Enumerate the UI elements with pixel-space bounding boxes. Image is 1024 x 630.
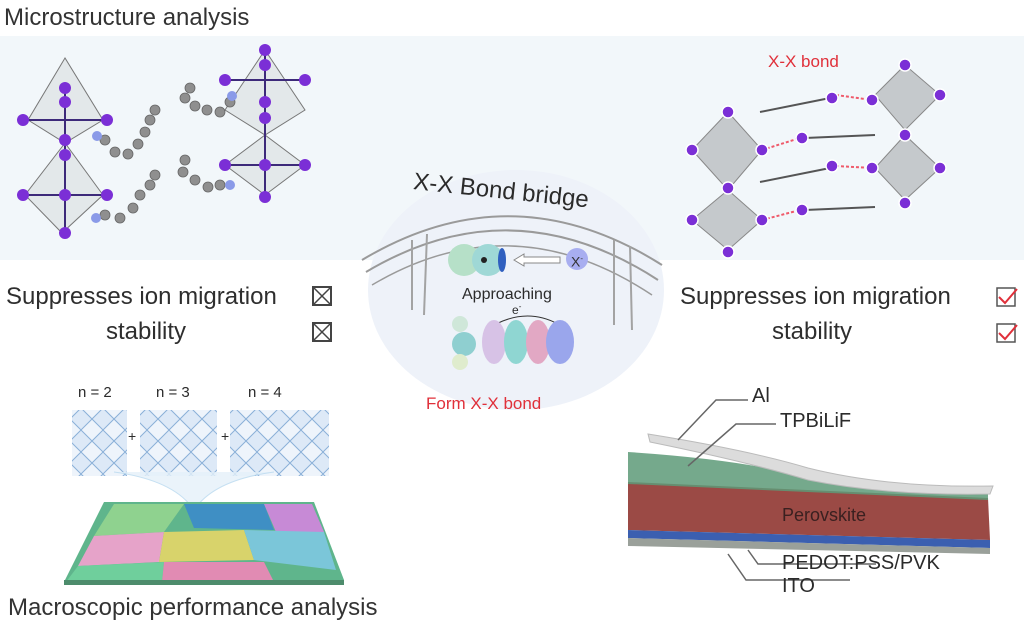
right-prop-stability: stability [772,318,853,345]
check-box-icon [996,323,1018,343]
device-stack-illustration [628,399,994,581]
microstructure-title: Microstructure analysis [4,4,250,31]
approach-arrow-icon [513,253,561,267]
left-microstructure-illustration [17,44,311,239]
phase-label-n4: n = 4 [248,384,282,401]
perovskite-layer [628,482,990,540]
x-x-bond-label: X-X bond [768,52,839,71]
bridge-illustration [361,215,663,331]
approaching-label: Approaching [462,286,552,303]
halogen-symbol: X [570,253,581,270]
phase-label-n2: n = 2 [78,384,112,401]
phase-lattices [72,410,329,476]
form-bond-label: Form X-X bond [426,394,542,413]
right-prop-ion-migration: Suppresses ion migration [680,283,951,310]
esp-molecule-bottom [452,315,574,370]
layer-label-al: Al [752,385,770,407]
cross-box-icon [312,322,332,342]
phase-joiner: + [221,428,230,444]
right-microstructure-illustration [685,58,947,259]
macroscopic-title: Macroscopic performance analysis [8,594,378,621]
grain-film-illustration [64,471,344,585]
cross-box-icon [312,286,332,306]
left-prop-stability: stability [106,318,187,345]
electron-label: e- [512,302,522,317]
al-layer [647,433,994,495]
phase-joiner: + [128,428,137,444]
layer-label-pedot: PEDOT:PSS/PVK [782,552,940,574]
halogen-charge: - [580,254,583,263]
left-prop-ion-migration: Suppresses ion migration [6,283,277,310]
layer-label-tpbilif: TPBiLiF [780,410,852,432]
tpbi-layer [628,452,988,500]
halogen-ion: X- [566,248,588,270]
esp-molecule-top [448,244,506,276]
layer-label-perovskite: Perovskite [782,505,867,525]
pedot-layer [628,530,990,548]
phase-label-n3: n = 3 [156,384,190,401]
ito-layer [628,538,990,554]
layer-label-ito: ITO [782,575,815,597]
check-box-icon [996,287,1018,307]
